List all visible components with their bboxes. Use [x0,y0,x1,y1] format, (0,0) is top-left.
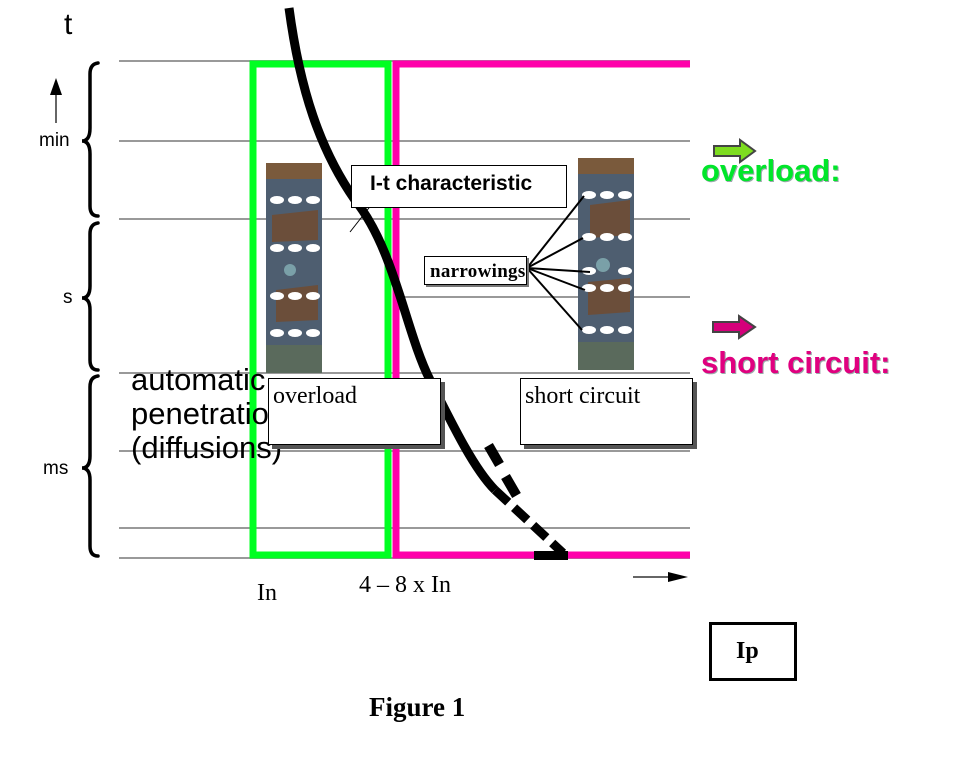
y-band-label-ms: ms [43,458,69,479]
brace-s [81,221,100,372]
legend-overload: overload: [701,153,841,188]
x-axis-label-box: Ip [709,622,797,681]
y-axis-label: t [64,8,73,41]
figure-caption: Figure 1 [369,692,466,722]
short-circuit-callout-text: short circuit [525,383,641,409]
x-axis-label: Ip [736,638,759,664]
it-characteristic-callout-text: I-t characteristic [370,172,533,195]
pointer-line [526,267,586,291]
right-arrow-head-icon [668,572,688,582]
narrowings-callout-box: narrowings [424,256,527,285]
curve-segment-mark [501,473,521,499]
x-tick-label-in: In [257,580,277,606]
short-circuit-callout-box: short circuit [520,378,693,445]
annotation-line-1: automatic [131,362,266,397]
pointer-line [526,267,591,273]
y-band-label-s: s [63,287,73,308]
pointer-line [526,195,585,269]
annotation-line-3: (diffusions) [131,430,283,465]
y-band-label-min: min [39,130,70,151]
pointer-line [526,237,584,269]
brace-min [81,61,100,218]
x-tick-label-4-8-in: 4 – 8 x In [359,572,451,598]
pointer-line [349,203,373,233]
curve-base-mark [534,551,568,560]
legend-short-circuit: short circuit: [701,345,891,380]
annotation-line-2: penetration [131,396,287,431]
brace-ms [81,374,100,558]
pointer-line [526,267,583,331]
curve-segment-mark [484,442,504,468]
overload-callout-box: overload [268,378,441,445]
overload-region [249,60,392,559]
overload-callout-text: overload [273,383,357,409]
overload-arrow-icon [713,138,757,164]
it-characteristic-curve [284,7,499,494]
up-arrow-head-icon [50,78,62,95]
it-characteristic-callout-box: I-t characteristic [351,165,567,208]
automatic-penetration-annotation: automatic penetration (diffusions) [131,363,286,465]
short-circuit-region [392,60,690,559]
fuse-image-short-circuit [578,158,634,370]
fuse-image-overload [266,163,322,373]
short-circuit-arrow-icon [712,314,757,340]
it-characteristic-dashed-tail [491,486,567,557]
narrowings-callout-text: narrowings [430,261,526,282]
